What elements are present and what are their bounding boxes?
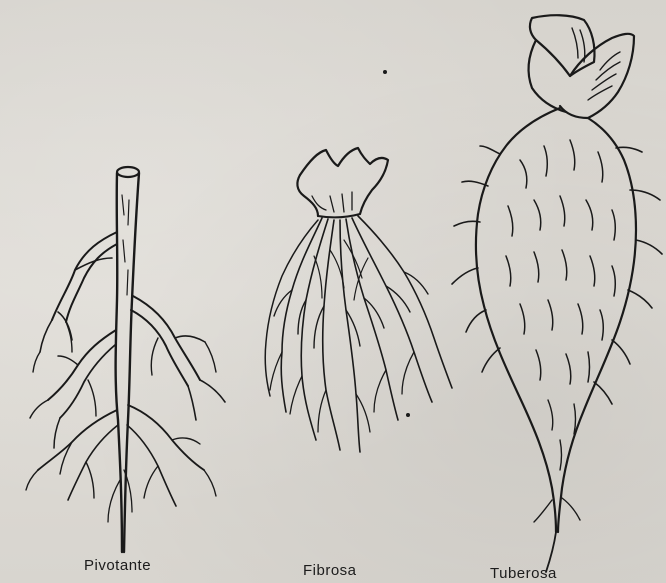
fibrous-root-illustration — [265, 148, 452, 452]
ink-speck — [383, 70, 387, 74]
tuberous-root-illustration — [452, 15, 662, 572]
label-fibrosa: Fibrosa — [303, 562, 357, 579]
ink-speck — [406, 413, 410, 417]
taproot-illustration — [26, 167, 225, 552]
label-tuberosa: Tuberosa — [490, 565, 557, 582]
label-pivotante: Pivotante — [84, 557, 151, 574]
